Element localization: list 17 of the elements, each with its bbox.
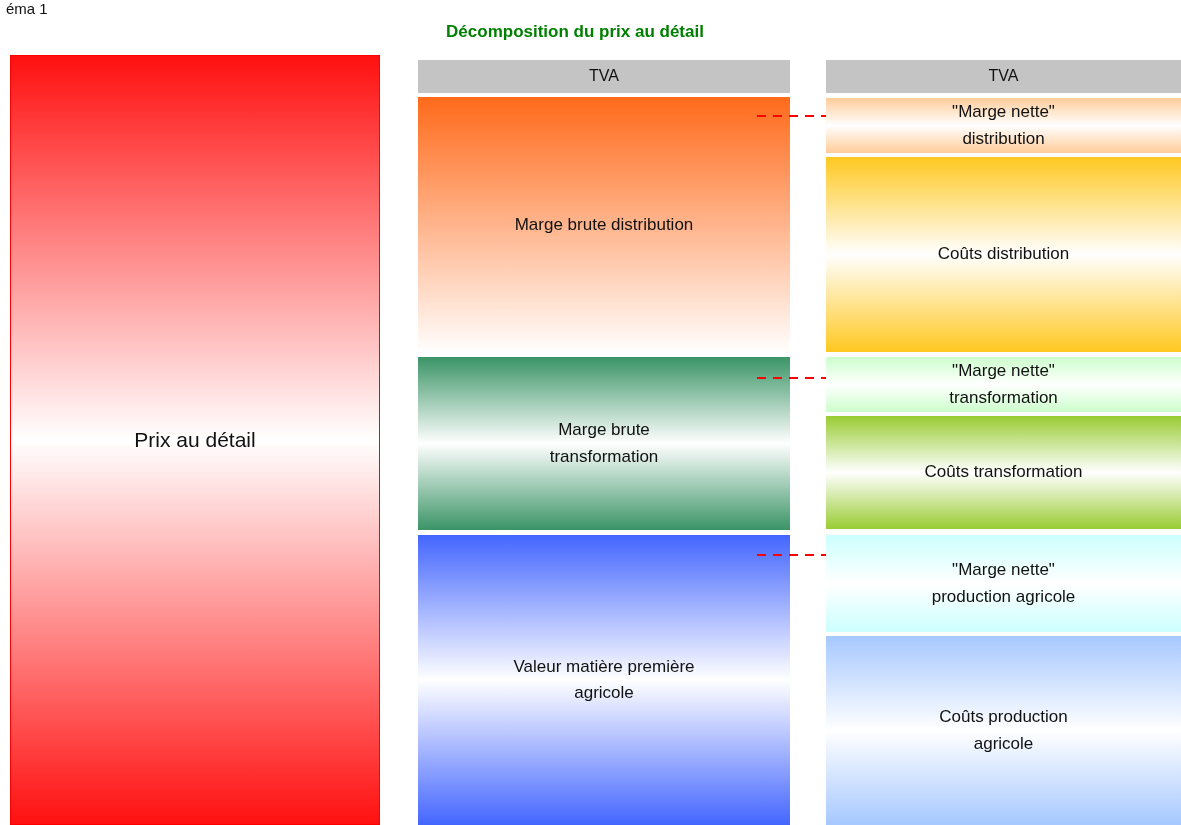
margin-block: Marge brute distribution: [418, 97, 790, 354]
cost-block: Coûts transformation: [826, 416, 1181, 529]
dashed-connector: [756, 115, 827, 117]
vat-bar: TVA: [418, 60, 790, 93]
price-bar: Prix au détail: [10, 55, 380, 825]
margin-block: "Marge nette" production agricole: [826, 535, 1181, 632]
margin-block: Marge brute transformation: [418, 357, 790, 530]
margin-block: "Marge nette" distribution: [826, 98, 1181, 153]
diagram-title: Décomposition du prix au détail: [445, 22, 705, 42]
margin-block: "Marge nette" transformation: [826, 357, 1181, 412]
cost-block: Coûts production agricole: [826, 636, 1181, 825]
dashed-connector: [756, 554, 827, 556]
figure-label: éma 1: [6, 0, 48, 17]
vat-bar: TVA: [826, 60, 1181, 93]
value-block: Valeur matière première agricole: [418, 535, 790, 825]
cost-block: Coûts distribution: [826, 157, 1181, 352]
dashed-connector: [756, 377, 827, 379]
